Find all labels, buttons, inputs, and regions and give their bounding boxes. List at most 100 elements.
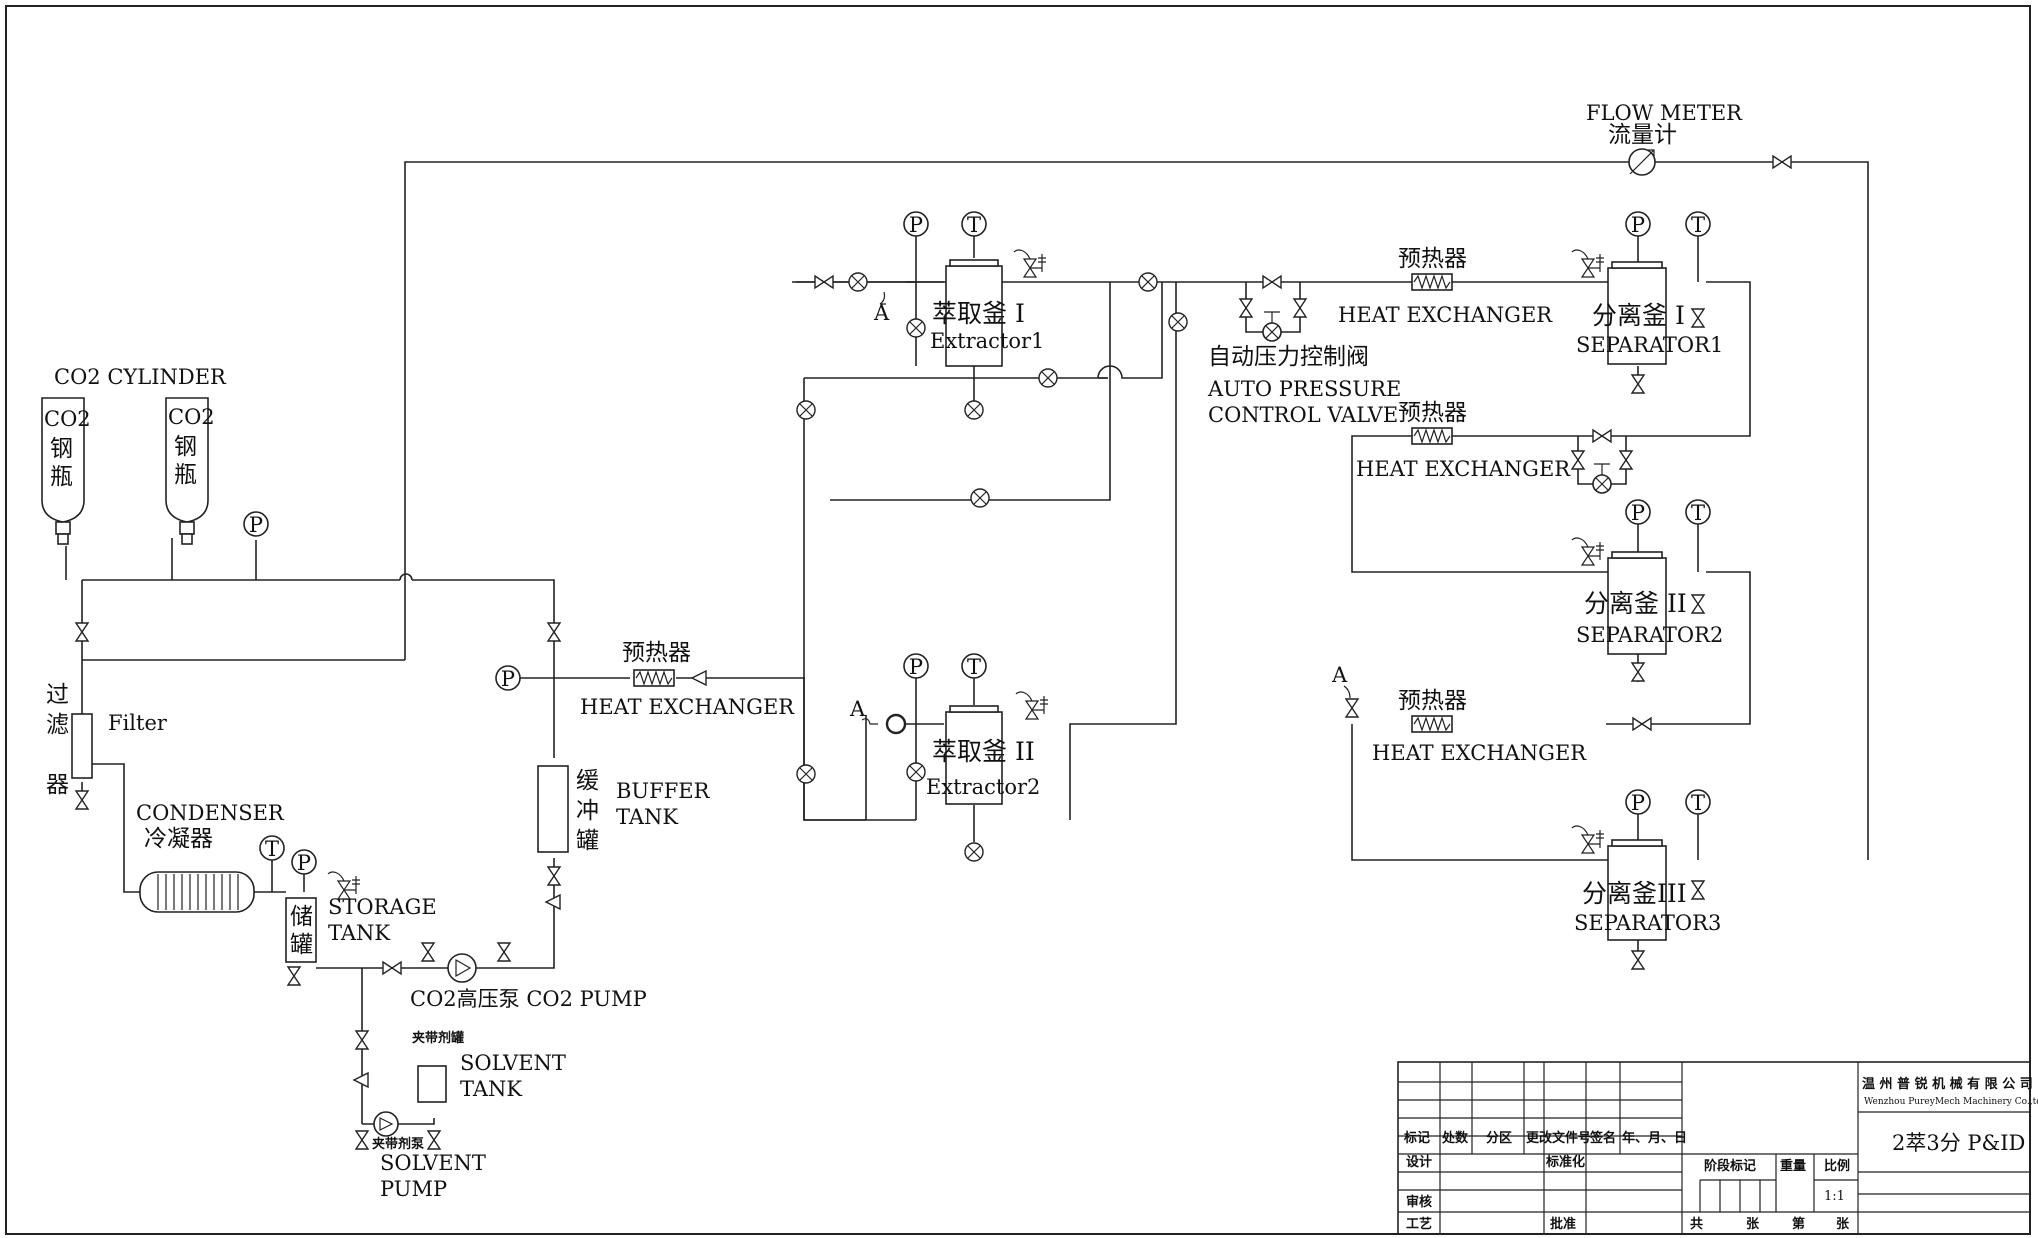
temperature-gauge: T: [1685, 789, 1711, 815]
heat-exchanger-label: HEAT EXCHANGER: [1356, 457, 1571, 481]
buffer-tank-label-zh: 缓: [576, 768, 599, 794]
temperature-gauge: T: [1685, 211, 1711, 237]
svg-text:P: P: [1631, 501, 1645, 525]
title-block-sheets: 张: [1746, 1217, 1760, 1232]
storage-tank-label-zh: 储: [290, 904, 313, 930]
condenser: [139, 871, 255, 913]
auto-valve-label-en: AUTO PRESSURE: [1207, 377, 1401, 401]
title-block-header: 分区: [1486, 1130, 1512, 1146]
temperature-gauge: T: [961, 653, 987, 679]
co2-cylinder-1: [41, 397, 85, 545]
pressure-gauge: P: [1625, 789, 1651, 815]
buffer-tank: [537, 765, 569, 853]
point-a-marker: A: [873, 301, 890, 325]
svg-text:T: T: [1691, 791, 1705, 815]
flow-meter-label-zh: 流量计: [1608, 122, 1677, 148]
flow-meter: [1628, 148, 1656, 176]
drawing-title: 2萃3分 P&ID: [1892, 1131, 2025, 1155]
title-block: 标记 处数 分区 更改文件号 签名 年、月、日 设计 标准化 审核 工艺 批准 …: [1397, 1061, 2038, 1235]
company-name-en: Wenzhou PureyMech Machinery Co.,td: [1864, 1097, 2038, 1107]
separator-3: [1607, 839, 1667, 941]
cylinder-1-text: 瓶: [50, 464, 73, 490]
extractor-2-label-en: Extractor2: [926, 775, 1040, 799]
svg-text:T: T: [967, 213, 981, 237]
separator-2: [1607, 551, 1667, 655]
title-block-header: 标记: [1403, 1130, 1430, 1146]
separator-1-label-en: SEPARATOR1: [1576, 333, 1723, 357]
svg-text:P: P: [909, 213, 923, 237]
separator-1: [1607, 261, 1667, 365]
storage-tank: [285, 897, 317, 963]
storage-tank-label-en: TANK: [328, 921, 390, 945]
condenser-label-zh: 冷凝器: [144, 826, 213, 852]
title-block-design: 设计: [1406, 1154, 1432, 1170]
title-block-approve: 批准: [1550, 1216, 1576, 1232]
solvent-tank-label-en: TANK: [460, 1077, 522, 1101]
buffer-tank-label-zh: 冲: [576, 798, 599, 824]
filter-label-zh: 滤: [46, 712, 69, 738]
title-block-process: 工艺: [1406, 1216, 1432, 1232]
pressure-gauge: P: [903, 653, 929, 679]
title-block-total: 共: [1690, 1216, 1703, 1232]
svg-text:T: T: [967, 655, 981, 679]
buffer-tank-label-en: BUFFER: [616, 779, 711, 803]
pressure-gauge: P: [1625, 499, 1651, 525]
drawing-frame: [5, 5, 2031, 1235]
preheater-label-zh: 预热器: [1398, 688, 1467, 714]
point-a-marker: A: [849, 697, 866, 721]
title-block-weight: 重量: [1780, 1158, 1806, 1174]
separator-3-label-en: SEPARATOR3: [1574, 911, 1721, 935]
solvent-pump-label-en: PUMP: [380, 1177, 447, 1201]
svg-text:T: T: [1691, 213, 1705, 237]
temperature-gauge: T: [259, 835, 285, 861]
pressure-gauge: P: [243, 511, 269, 537]
separator-3-label-zh: 分离釜III: [1582, 879, 1687, 908]
heat-exchanger-label: HEAT EXCHANGER: [1338, 303, 1553, 327]
extractor-1-label-zh: 萃取釜 I: [932, 299, 1025, 328]
cylinder-1-text: 钢: [50, 436, 73, 462]
svg-text:P: P: [501, 667, 515, 691]
svg-text:P: P: [1631, 213, 1645, 237]
separator-1-label-zh: 分离釜 I: [1592, 301, 1685, 330]
extractor-1-label-en: Extractor1: [930, 329, 1044, 353]
preheater-label-zh: 预热器: [622, 640, 691, 666]
cylinder-2-text: 瓶: [174, 462, 197, 488]
svg-text:T: T: [265, 837, 279, 861]
filter-label-zh: 器: [46, 772, 69, 798]
auto-valve-label-en: CONTROL VALVE: [1208, 403, 1398, 427]
temperature-gauge: T: [1685, 499, 1711, 525]
svg-text:P: P: [249, 513, 263, 537]
condenser-label-en: CONDENSER: [136, 801, 285, 825]
pressure-gauge: P: [903, 211, 929, 237]
pressure-gauge: P: [1625, 211, 1651, 237]
preheater-label-zh: 预热器: [1398, 400, 1467, 426]
cylinder-2-text: CO2: [168, 405, 215, 429]
co2-cylinder-2: [165, 397, 209, 545]
svg-text:P: P: [1631, 791, 1645, 815]
valves: [75, 155, 1792, 1150]
svg-text:P: P: [297, 851, 311, 875]
heat-exchanger-1: [1411, 273, 1453, 291]
heat-exchanger-label: HEAT EXCHANGER: [1372, 741, 1587, 765]
preheater-label-zh: 预热器: [1398, 246, 1467, 272]
company-name-zh: 温 州 普 锐 机 械 有 限 公 司: [1862, 1076, 2033, 1092]
filter-label-en: Filter: [108, 711, 168, 735]
co2-cylinder-label: CO2 CYLINDER: [54, 365, 227, 389]
pressure-gauge: P: [291, 849, 317, 875]
title-block-sheet-no: 第: [1792, 1216, 1805, 1232]
buffer-tank-label-zh: 罐: [576, 828, 599, 854]
auto-valve-label-zh: 自动压力控制阀: [1208, 344, 1369, 370]
storage-tank-label-en: STORAGE: [328, 895, 437, 919]
flow-meter-label-en: FLOW METER: [1586, 101, 1743, 125]
title-block-header: 更改文件号: [1526, 1130, 1591, 1146]
separator-2-label-zh: 分离釜 II: [1584, 589, 1687, 618]
temperature-gauge: T: [961, 211, 987, 237]
extractor-2: [945, 705, 1003, 805]
solvent-tank-label-zh: 夹带剂罐: [412, 1030, 464, 1046]
title-block-scale: 1:1: [1824, 1189, 1845, 1204]
filter-label-zh: 过: [46, 682, 69, 708]
title-block-ratio: 比例: [1824, 1158, 1850, 1174]
heat-exchanger-3: [1411, 715, 1453, 733]
auto-pressure-valve-2: [1592, 463, 1612, 494]
